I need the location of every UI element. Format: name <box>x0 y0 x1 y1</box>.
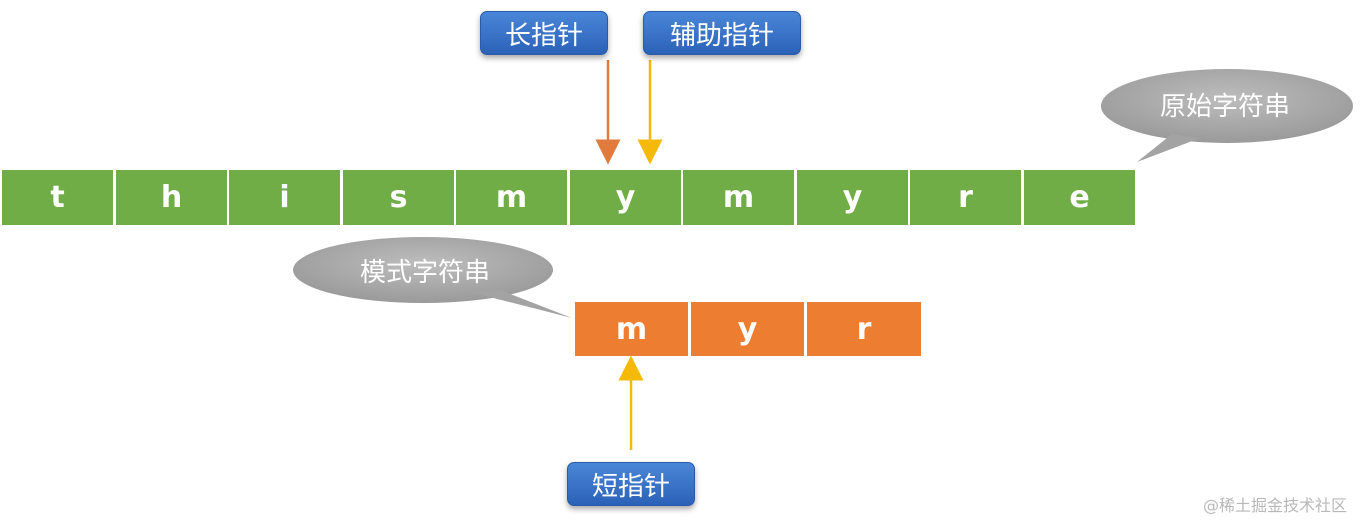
long-pointer-text: 长指针 <box>504 20 583 51</box>
pattern-string-callout <box>293 237 572 318</box>
original-string-callout <box>1101 69 1353 162</box>
pattern-char-cell: r <box>807 302 921 356</box>
original-char-cell: i <box>229 170 340 225</box>
aux-pointer-text: 辅助指针 <box>669 20 774 51</box>
original-string-label: 原始字符串 <box>1159 91 1290 122</box>
original-char-cell: t <box>2 170 113 225</box>
aux-pointer-label: 辅助指针 <box>643 11 801 55</box>
short-pointer-text: 短指针 <box>591 471 670 502</box>
original-char-cell: e <box>1024 170 1135 225</box>
short-pointer-label: 短指针 <box>567 462 695 506</box>
pattern-string-label: 模式字符串 <box>359 257 490 288</box>
original-char-cell: y <box>797 170 908 225</box>
original-char-cell: h <box>116 170 227 225</box>
long-pointer-label: 长指针 <box>480 11 608 55</box>
original-char-cell: y <box>570 170 681 225</box>
original-char-cell: m <box>683 170 794 225</box>
pattern-char-cell: y <box>691 302 804 356</box>
original-char-cell: s <box>343 170 454 225</box>
watermark: @稀土掘金技术社区 <box>1202 496 1347 515</box>
pattern-char-cell: m <box>575 302 688 356</box>
original-char-cell: m <box>456 170 567 225</box>
original-char-cell: r <box>910 170 1021 225</box>
